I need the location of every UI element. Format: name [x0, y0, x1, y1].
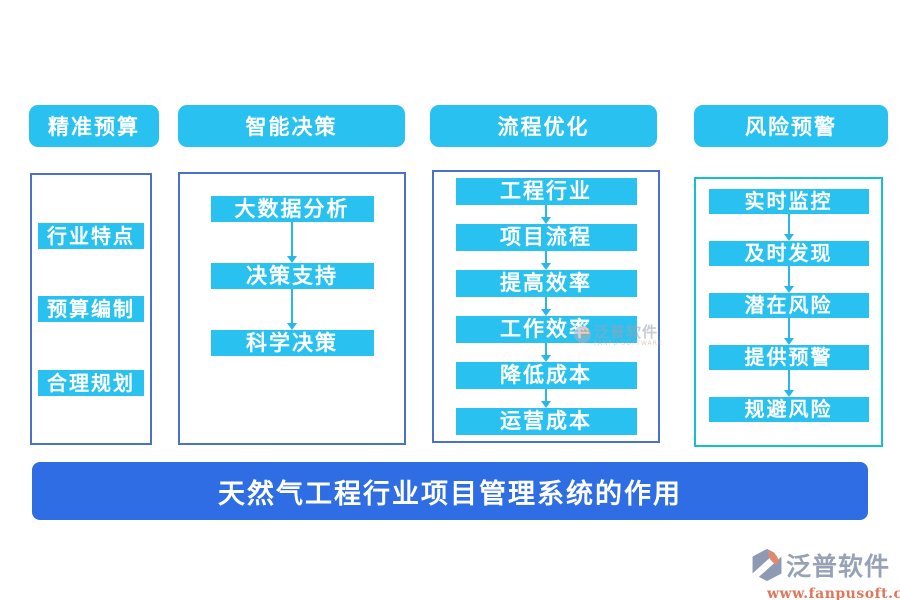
down-arrow-icon — [783, 318, 794, 345]
flow-node: 降低成本 — [455, 362, 637, 389]
flow-node: 科学决策 — [210, 330, 374, 356]
vendor-logo-icon — [747, 546, 787, 586]
flow-node: 预算编制 — [38, 296, 144, 322]
flow-node: 及时发现 — [708, 241, 869, 266]
vendor-logo-name: 泛普软件 — [786, 552, 891, 581]
banner-title: 天然气工程行业项目管理系统的作用 — [218, 478, 682, 510]
down-arrow-icon — [541, 343, 551, 362]
flow-node: 行业特点 — [38, 222, 144, 249]
flow-node: 合理规划 — [38, 369, 144, 396]
flow-node: 工程行业 — [455, 178, 637, 205]
flow-node: 工作效率 — [455, 316, 637, 343]
down-arrow-icon — [783, 214, 794, 241]
down-arrow-icon — [783, 266, 794, 293]
vendor-logo: 泛普软件 www.fanpusoft.com — [747, 546, 900, 600]
flow-node: 潜在风险 — [708, 293, 869, 318]
column-panel-precise-budget: 行业特点预算编制合理规划 — [30, 173, 152, 445]
down-arrow-icon — [541, 205, 551, 224]
column-panel-smart-decision: 大数据分析决策支持科学决策 — [178, 172, 406, 445]
down-arrow-icon — [287, 289, 297, 330]
down-arrow-icon — [541, 297, 551, 316]
column-header-process-optimization: 流程优化 — [430, 105, 657, 147]
flow-node: 规避风险 — [708, 397, 869, 422]
flow-node: 大数据分析 — [210, 196, 374, 222]
column-header-precise-budget: 精准预算 — [29, 105, 159, 147]
column-header-risk-warning: 风险预警 — [694, 105, 888, 147]
down-arrow-icon — [541, 389, 551, 408]
column-panel-process-optimization: 工程行业项目流程提高效率工作效率降低成本运营成本 — [432, 170, 660, 443]
down-arrow-icon — [287, 222, 297, 263]
flow-node: 实时监控 — [708, 189, 869, 214]
flow-node: 提供预警 — [708, 345, 869, 370]
flow-node: 决策支持 — [210, 263, 374, 289]
flow-node: 项目流程 — [455, 224, 637, 251]
vendor-logo-url: www.fanpusoft.com — [767, 586, 900, 600]
column-header-smart-decision: 智能决策 — [178, 105, 405, 147]
title-banner: 天然气工程行业项目管理系统的作用 — [32, 462, 868, 520]
down-arrow-icon — [541, 251, 551, 270]
flow-node: 运营成本 — [455, 408, 637, 435]
flow-node: 提高效率 — [455, 270, 637, 297]
down-arrow-icon — [783, 370, 794, 397]
column-panel-risk-warning: 实时监控及时发现潜在风险提供预警规避风险 — [694, 177, 883, 447]
